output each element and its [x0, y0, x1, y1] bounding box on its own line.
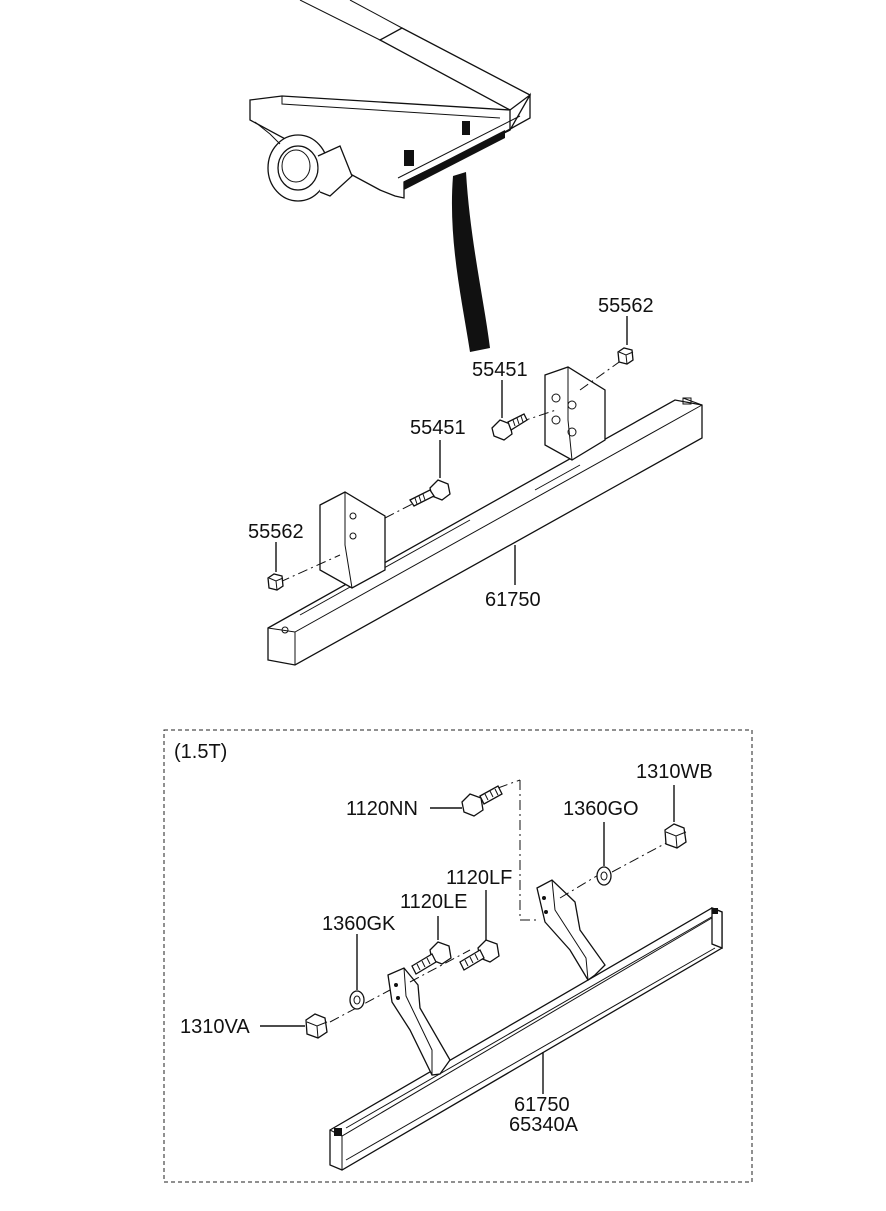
label-61750-upper: 61750 [485, 589, 541, 611]
label-55451-top: 55451 [472, 359, 528, 381]
label-1120lf: 1120LF [446, 867, 512, 889]
nut-1310va-icon [305, 1013, 328, 1039]
label-1120le: 1120LE [400, 891, 467, 913]
rear-bar-61750 [267, 399, 703, 666]
washer-1360go-icon [596, 866, 612, 886]
label-1360go: 1360GO [563, 798, 639, 820]
bolt-upper-icon [491, 413, 528, 441]
label-61750-lower: 61750 [514, 1094, 570, 1116]
label-1310va: 1310VA [180, 1016, 250, 1038]
detail-pointer-arrow [451, 172, 490, 352]
nut-lower-left-icon [267, 573, 284, 591]
nut-upper-right-icon [617, 347, 634, 365]
label-1120nn: 1120NN [346, 798, 418, 820]
lower-left-bracket [387, 967, 451, 1076]
variant-box-label: (1.5T) [174, 741, 227, 763]
bolt-1120lf-icon [459, 939, 500, 971]
right-bracket [544, 366, 606, 461]
bolt-1120nn-icon [461, 785, 503, 817]
left-bracket [319, 491, 386, 589]
washer-1360gk-icon [349, 990, 365, 1010]
label-55451-left: 55451 [410, 417, 466, 439]
nut-1310wb-icon [664, 823, 687, 849]
bolt-left-icon [409, 479, 451, 507]
label-55562-left: 55562 [248, 521, 304, 543]
bolt-1120le-icon [411, 941, 452, 975]
label-55562-top: 55562 [598, 295, 654, 317]
lower-right-bracket [536, 879, 606, 981]
label-65340a: 65340A [509, 1114, 579, 1136]
upper-underride-bar-assembly [267, 316, 703, 666]
label-1360gk: 1360GK [322, 913, 396, 935]
truck-rear-illustration [249, 0, 532, 202]
lower-underride-bar-assembly [260, 779, 723, 1171]
label-1310wb: 1310WB [636, 761, 713, 783]
variant-box-1-5t [163, 729, 753, 1183]
